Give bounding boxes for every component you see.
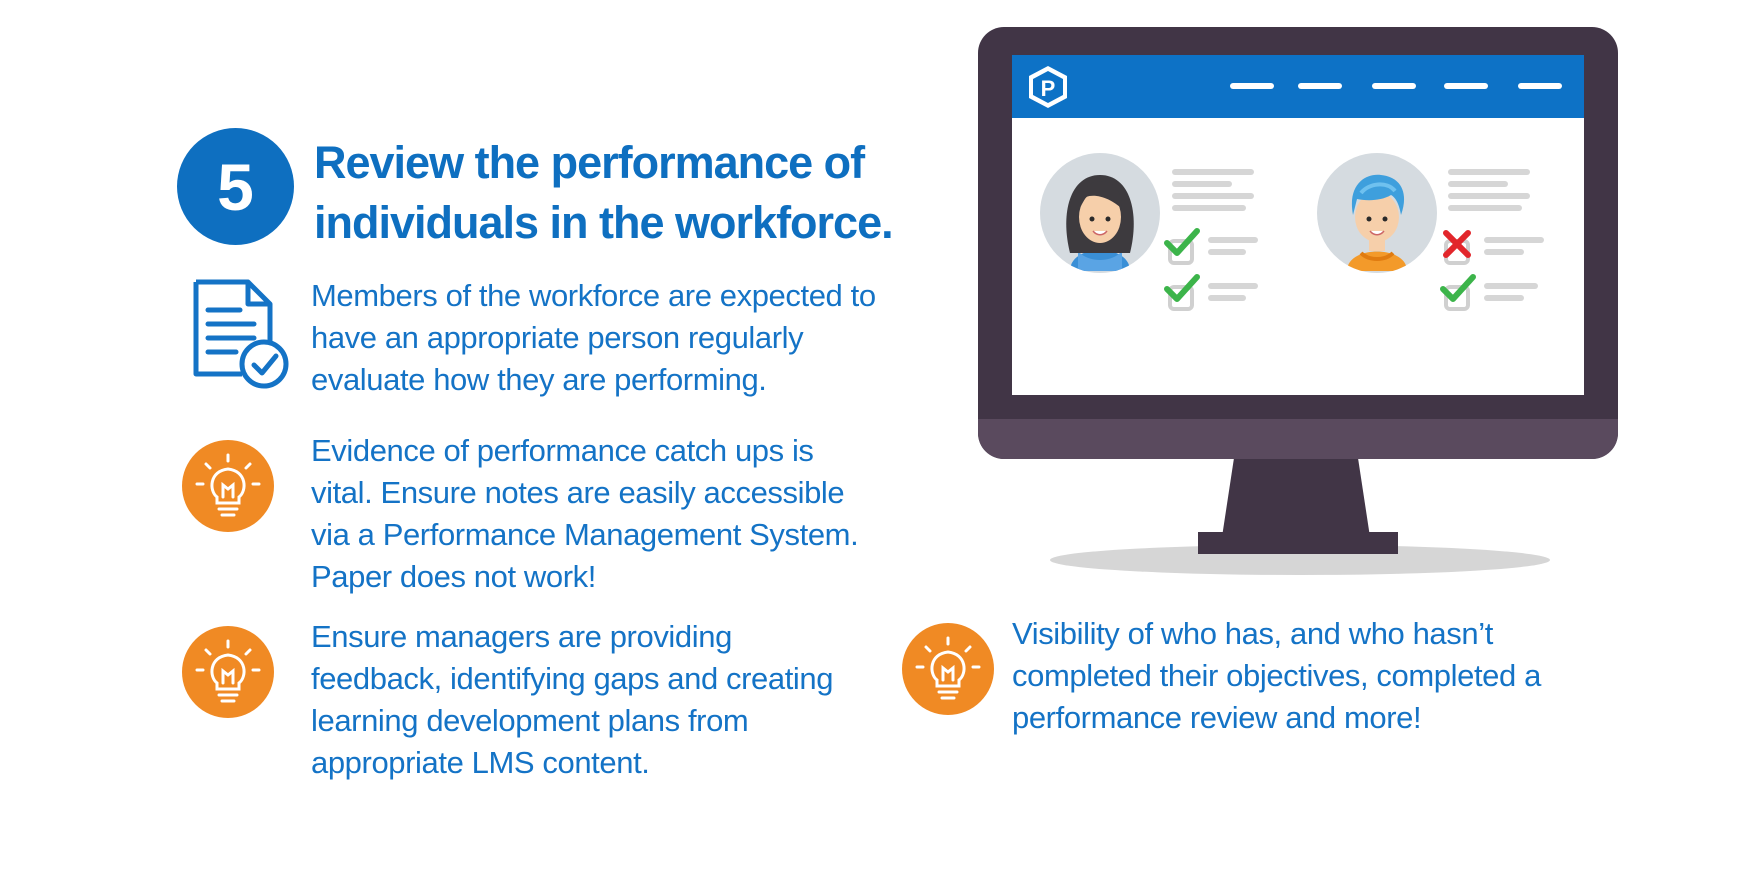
page-title: Review the performance of individuals in… [314, 137, 894, 248]
info-line [1172, 169, 1254, 175]
info-line [1172, 205, 1246, 211]
step-number-badge: 5 [177, 128, 294, 245]
nav-menu-dash [1230, 83, 1274, 89]
checkbox [1168, 239, 1194, 265]
info-line [1172, 193, 1254, 199]
info-line [1484, 237, 1544, 243]
nav-menu-dash [1444, 83, 1488, 89]
cross-mark-icon [1443, 230, 1471, 258]
check-mark-icon [1440, 274, 1476, 302]
point-text-1: Members of the workforce are expected to… [311, 278, 876, 397]
info-line [1208, 295, 1246, 301]
lightbulb-icon [182, 440, 274, 532]
step-number: 5 [217, 149, 254, 224]
lightbulb-icon [902, 623, 994, 715]
app-logo: P [1026, 64, 1070, 110]
monitor-screen: P [1012, 55, 1584, 395]
check-mark-icon [1164, 228, 1200, 256]
info-line [1208, 283, 1258, 289]
app-logo-letter: P [1041, 76, 1056, 101]
point-text-4: Visibility of who has, and who hasn’t co… [1012, 616, 1541, 735]
point-text-2: Evidence of performance catch ups is vit… [311, 433, 859, 594]
info-line [1484, 283, 1538, 289]
info-line [1484, 249, 1524, 255]
app-header-bar: P [1012, 55, 1584, 118]
info-line [1448, 169, 1530, 175]
monitor-stand [1222, 459, 1370, 537]
checkbox [1444, 285, 1470, 311]
avatar-male-employee [1317, 153, 1437, 273]
info-line [1448, 193, 1530, 199]
point-text-3: Ensure managers are providing feedback, … [311, 619, 834, 780]
info-line [1208, 249, 1246, 255]
checkbox [1168, 285, 1194, 311]
monitor-stand-base [1198, 532, 1398, 554]
monitor-chin [978, 419, 1618, 459]
info-line [1448, 205, 1522, 211]
avatar-female-employee [1040, 153, 1160, 273]
lightbulb-icon [182, 626, 274, 718]
info-line [1484, 295, 1524, 301]
nav-menu-dash [1372, 83, 1416, 89]
document-check-icon [190, 278, 290, 390]
info-line [1448, 181, 1508, 187]
nav-menu-dash [1298, 83, 1342, 89]
info-line [1208, 237, 1258, 243]
nav-menu-dash [1518, 83, 1562, 89]
info-line [1172, 181, 1232, 187]
check-mark-icon [1164, 274, 1200, 302]
